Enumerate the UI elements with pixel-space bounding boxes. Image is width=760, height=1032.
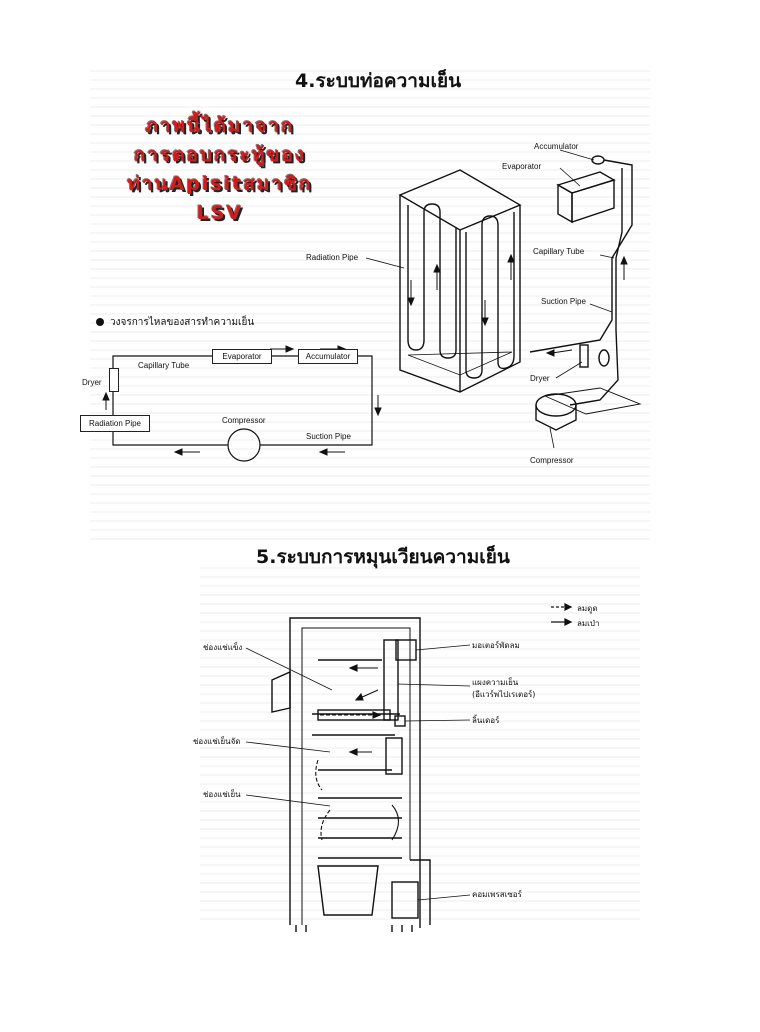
compressor-bay	[410, 859, 431, 925]
flow-box-accumulator: Accumulator	[298, 349, 358, 364]
leader-chiller	[245, 741, 331, 753]
leader-accumulator	[559, 149, 595, 161]
label-capillary-tube: Capillary Tube	[533, 247, 585, 256]
airflow-arrow	[391, 804, 400, 841]
compressor-body	[535, 405, 577, 431]
leader-compressor	[549, 427, 555, 449]
flow-line-dryer-evap	[112, 355, 212, 368]
label-radiation-pipe: Radiation Pipe	[306, 253, 359, 262]
flow-label-compressor: Compressor	[222, 416, 266, 425]
damper-box	[394, 715, 406, 727]
capillary-tube-pipe	[529, 159, 633, 353]
label-evaporator: Evaporator	[502, 162, 542, 171]
radiation-coil-right	[465, 212, 515, 379]
bullet-icon	[96, 318, 104, 326]
door-handle	[271, 670, 291, 713]
cabinet-bottom-panel	[407, 351, 513, 376]
label-suction-pipe: Suction Pipe	[541, 297, 586, 306]
leader-dryer	[555, 361, 583, 379]
flow-heading: วงจรการไหลของสารทำความเย็น	[96, 315, 254, 330]
label-fan-motor: มอเตอร์พัดลม	[472, 641, 520, 650]
freezer-tray	[317, 709, 391, 721]
leader-radiation	[365, 257, 405, 269]
chiller-duct	[385, 737, 403, 775]
legend-suction-label: ลมดูด	[577, 604, 598, 613]
bleed-through-texture	[90, 70, 650, 540]
leader-evaporator	[559, 167, 581, 187]
flow-label-suction-pipe: Suction Pipe	[306, 432, 351, 441]
leader-compressor	[417, 894, 471, 901]
leader-fridge	[245, 794, 331, 807]
watermark-line: LSV	[196, 202, 244, 224]
leader-freezer	[245, 647, 333, 691]
leader-damper	[404, 719, 471, 722]
label-accumulator: Accumulator	[534, 142, 579, 151]
label-evaporator-panel-sub: (อีแวร์พไปเรเตอร์)	[472, 690, 536, 699]
fridge-inner-wall	[301, 627, 411, 925]
compressor-base	[543, 387, 642, 415]
suction-pipe	[569, 168, 623, 406]
flow-label-dryer: Dryer	[82, 378, 102, 387]
fridge-outer-wall	[289, 617, 421, 928]
airflow-arrow	[359, 689, 379, 699]
crisper-drawer	[317, 865, 379, 916]
label-compressor: Compressor	[530, 456, 574, 465]
label-evaporator-panel: แผงความเย็น	[472, 678, 519, 687]
flow-box-dryer	[109, 368, 119, 392]
label-chiller: ช่องแช่เย็นจัด	[193, 737, 241, 746]
compressor-unit	[391, 881, 419, 919]
watermark-line: ท่านApisitสมาชิก	[127, 173, 313, 195]
pipe-loop	[598, 349, 610, 367]
leader-fan-motor	[415, 644, 471, 651]
leader-suction	[589, 303, 613, 313]
watermark-line: ภาพนี้ได้มาจาก	[145, 115, 295, 137]
flow-label-capillary-tube: Capillary Tube	[138, 361, 190, 370]
label-compressor-th: คอมเพรสเซอร์	[472, 890, 522, 899]
leader-capillary	[599, 254, 615, 259]
flow-heading-text: วงจรการไหลของสารทำความเย็น	[110, 317, 255, 328]
radiation-coil-left	[407, 203, 457, 359]
label-fridge: ช่องแช่เย็น	[203, 790, 241, 799]
flow-line-accum-comp	[260, 355, 373, 446]
flow-box-evaporator: Evaporator	[212, 349, 272, 364]
flow-box-radiation-pipe: Radiation Pipe	[80, 415, 150, 432]
evaporator-front	[571, 179, 615, 223]
leader-evaporator-panel	[397, 683, 471, 687]
label-dryer: Dryer	[530, 374, 550, 383]
legend-blow-label: ลมเป่า	[577, 619, 600, 628]
airflow-arrow	[320, 809, 331, 841]
evaporator-panel	[383, 639, 399, 721]
fan-motor-box	[395, 639, 417, 661]
source-watermark: ภาพนี้ได้มาจาก การตอบกระทู้ของ ท่านApisi…	[70, 112, 370, 228]
compressor-symbol	[227, 428, 261, 462]
section-5-title: 5.ระบบการหมุนเวียนความเย็น	[256, 546, 510, 568]
flow-line-comp-radiation	[112, 430, 228, 446]
airflow-arrow	[315, 759, 323, 791]
watermark-line: การตอบกระทู้ของ	[133, 144, 307, 166]
label-freezer: ช่องแช่แข็ง	[203, 643, 243, 652]
label-damper: ลิ้นเดอร์	[472, 716, 500, 725]
section-4-title: 4.ระบบท่อความเย็น	[295, 70, 462, 92]
dryer-shape	[579, 344, 589, 368]
